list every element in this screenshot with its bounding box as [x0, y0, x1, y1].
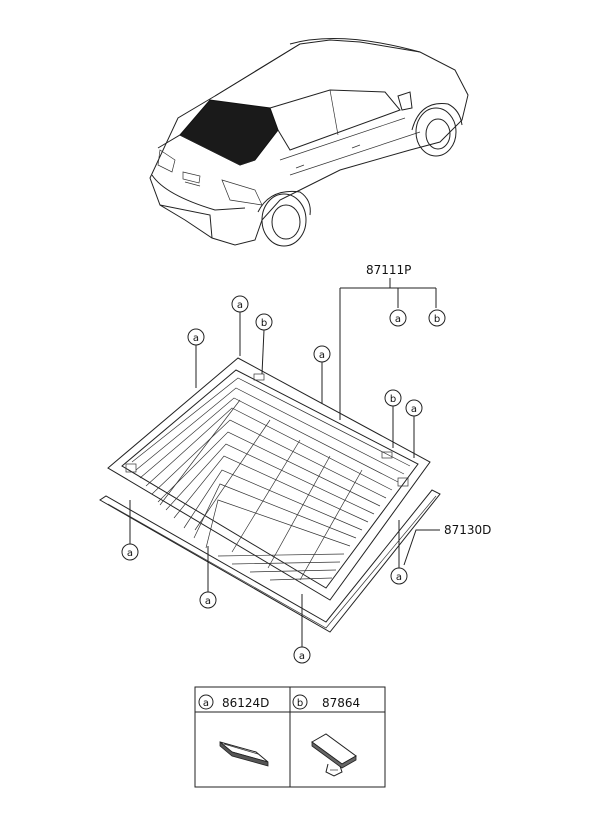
svg-text:b: b	[390, 394, 396, 405]
callout-b-1: b	[255, 313, 273, 375]
callout-b-2: b	[384, 389, 402, 448]
glass-assembly-leader	[339, 278, 437, 420]
svg-text:a: a	[237, 300, 243, 311]
rear-windscreen-highlight	[179, 99, 279, 166]
legend-cell-b: b 87864	[292, 694, 360, 710]
callout-a-1: a	[187, 328, 205, 388]
svg-text:b: b	[261, 318, 267, 329]
fastener-icon	[311, 733, 357, 777]
legend-table: a 86124D b 87864	[194, 686, 386, 788]
svg-text:a: a	[319, 350, 325, 361]
svg-text:a: a	[396, 572, 402, 583]
svg-text:a: a	[395, 314, 401, 325]
callout-a-5: a	[121, 500, 139, 561]
molding-leader	[403, 529, 440, 566]
callout-a-legend-leader: a	[389, 309, 407, 327]
svg-text:a: a	[193, 333, 199, 344]
callout-a-6: a	[199, 546, 217, 609]
legend-b-part-number: 87864	[322, 696, 360, 710]
rear-glass-icon	[107, 357, 431, 601]
svg-text:a: a	[203, 698, 209, 709]
svg-text:b: b	[434, 314, 440, 325]
svg-text:a: a	[127, 548, 133, 559]
svg-text:a: a	[205, 596, 211, 607]
callout-b-legend-leader: b	[428, 309, 446, 327]
molding-part-number: 87130D	[444, 523, 491, 537]
legend-a-part-number: 86124D	[222, 696, 269, 710]
glass-assembly-part-number: 87111P	[366, 263, 411, 277]
svg-text:a: a	[299, 651, 305, 662]
molding-icon	[99, 489, 441, 633]
callout-a-3: a	[313, 345, 331, 404]
svg-text:a: a	[411, 404, 417, 415]
callout-a-4: a	[405, 399, 423, 458]
callout-a-7: a	[293, 594, 311, 664]
callout-a-8: a	[390, 520, 408, 585]
clip-icon	[219, 741, 269, 767]
callout-a-2: a	[231, 295, 249, 356]
car-outline-icon	[149, 38, 469, 247]
svg-text:b: b	[297, 698, 303, 709]
legend-cell-a: a 86124D	[198, 694, 269, 710]
